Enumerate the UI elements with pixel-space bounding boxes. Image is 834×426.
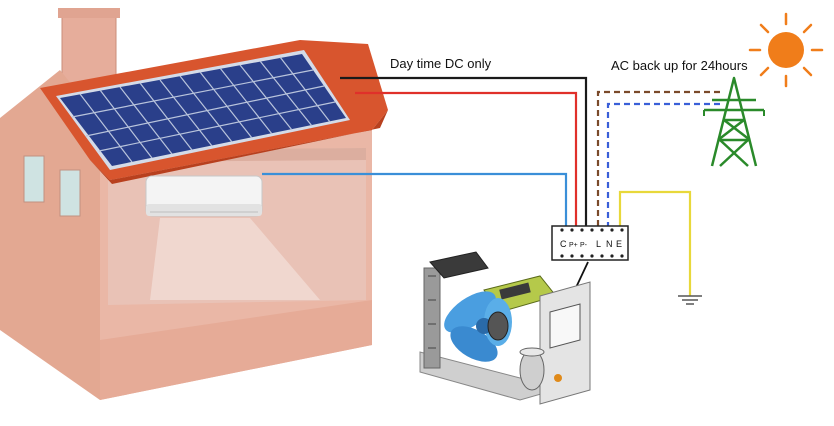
solar-panel (56, 50, 350, 170)
ground-symbol-icon (678, 295, 702, 305)
terminal-label-l: L (596, 239, 601, 249)
signal-wire (262, 172, 568, 228)
dc-line-label: Day time DC only (390, 56, 492, 71)
outdoor-ac-unit (419, 251, 591, 405)
terminal-label-e: E (616, 239, 622, 249)
terminal-label-n: N (606, 239, 613, 249)
sun-icon (748, 12, 824, 88)
window-left-2 (59, 169, 81, 217)
indoor-ac-unit (145, 175, 263, 217)
ac-line-label: AC back up for 24hours (611, 58, 748, 73)
solar-panel-cells (60, 54, 346, 166)
ac-live-wire (596, 90, 720, 228)
terminal-label-p-minus: P- (580, 242, 588, 249)
fan-blade-icon (444, 291, 512, 362)
transmission-tower-icon (703, 76, 765, 167)
terminal-block: C P+ P- L N E (551, 225, 629, 331)
wiring (262, 76, 720, 296)
earth-wire (618, 190, 692, 296)
terminal-label-c: C (560, 239, 567, 249)
dc-negative-wire (340, 76, 588, 228)
ac-neutral-wire (606, 102, 720, 228)
terminal-label-p-plus: P+ (569, 242, 578, 249)
dc-positive-wire (355, 91, 578, 228)
window-left-1 (23, 155, 45, 203)
house-side-wall (0, 70, 100, 400)
